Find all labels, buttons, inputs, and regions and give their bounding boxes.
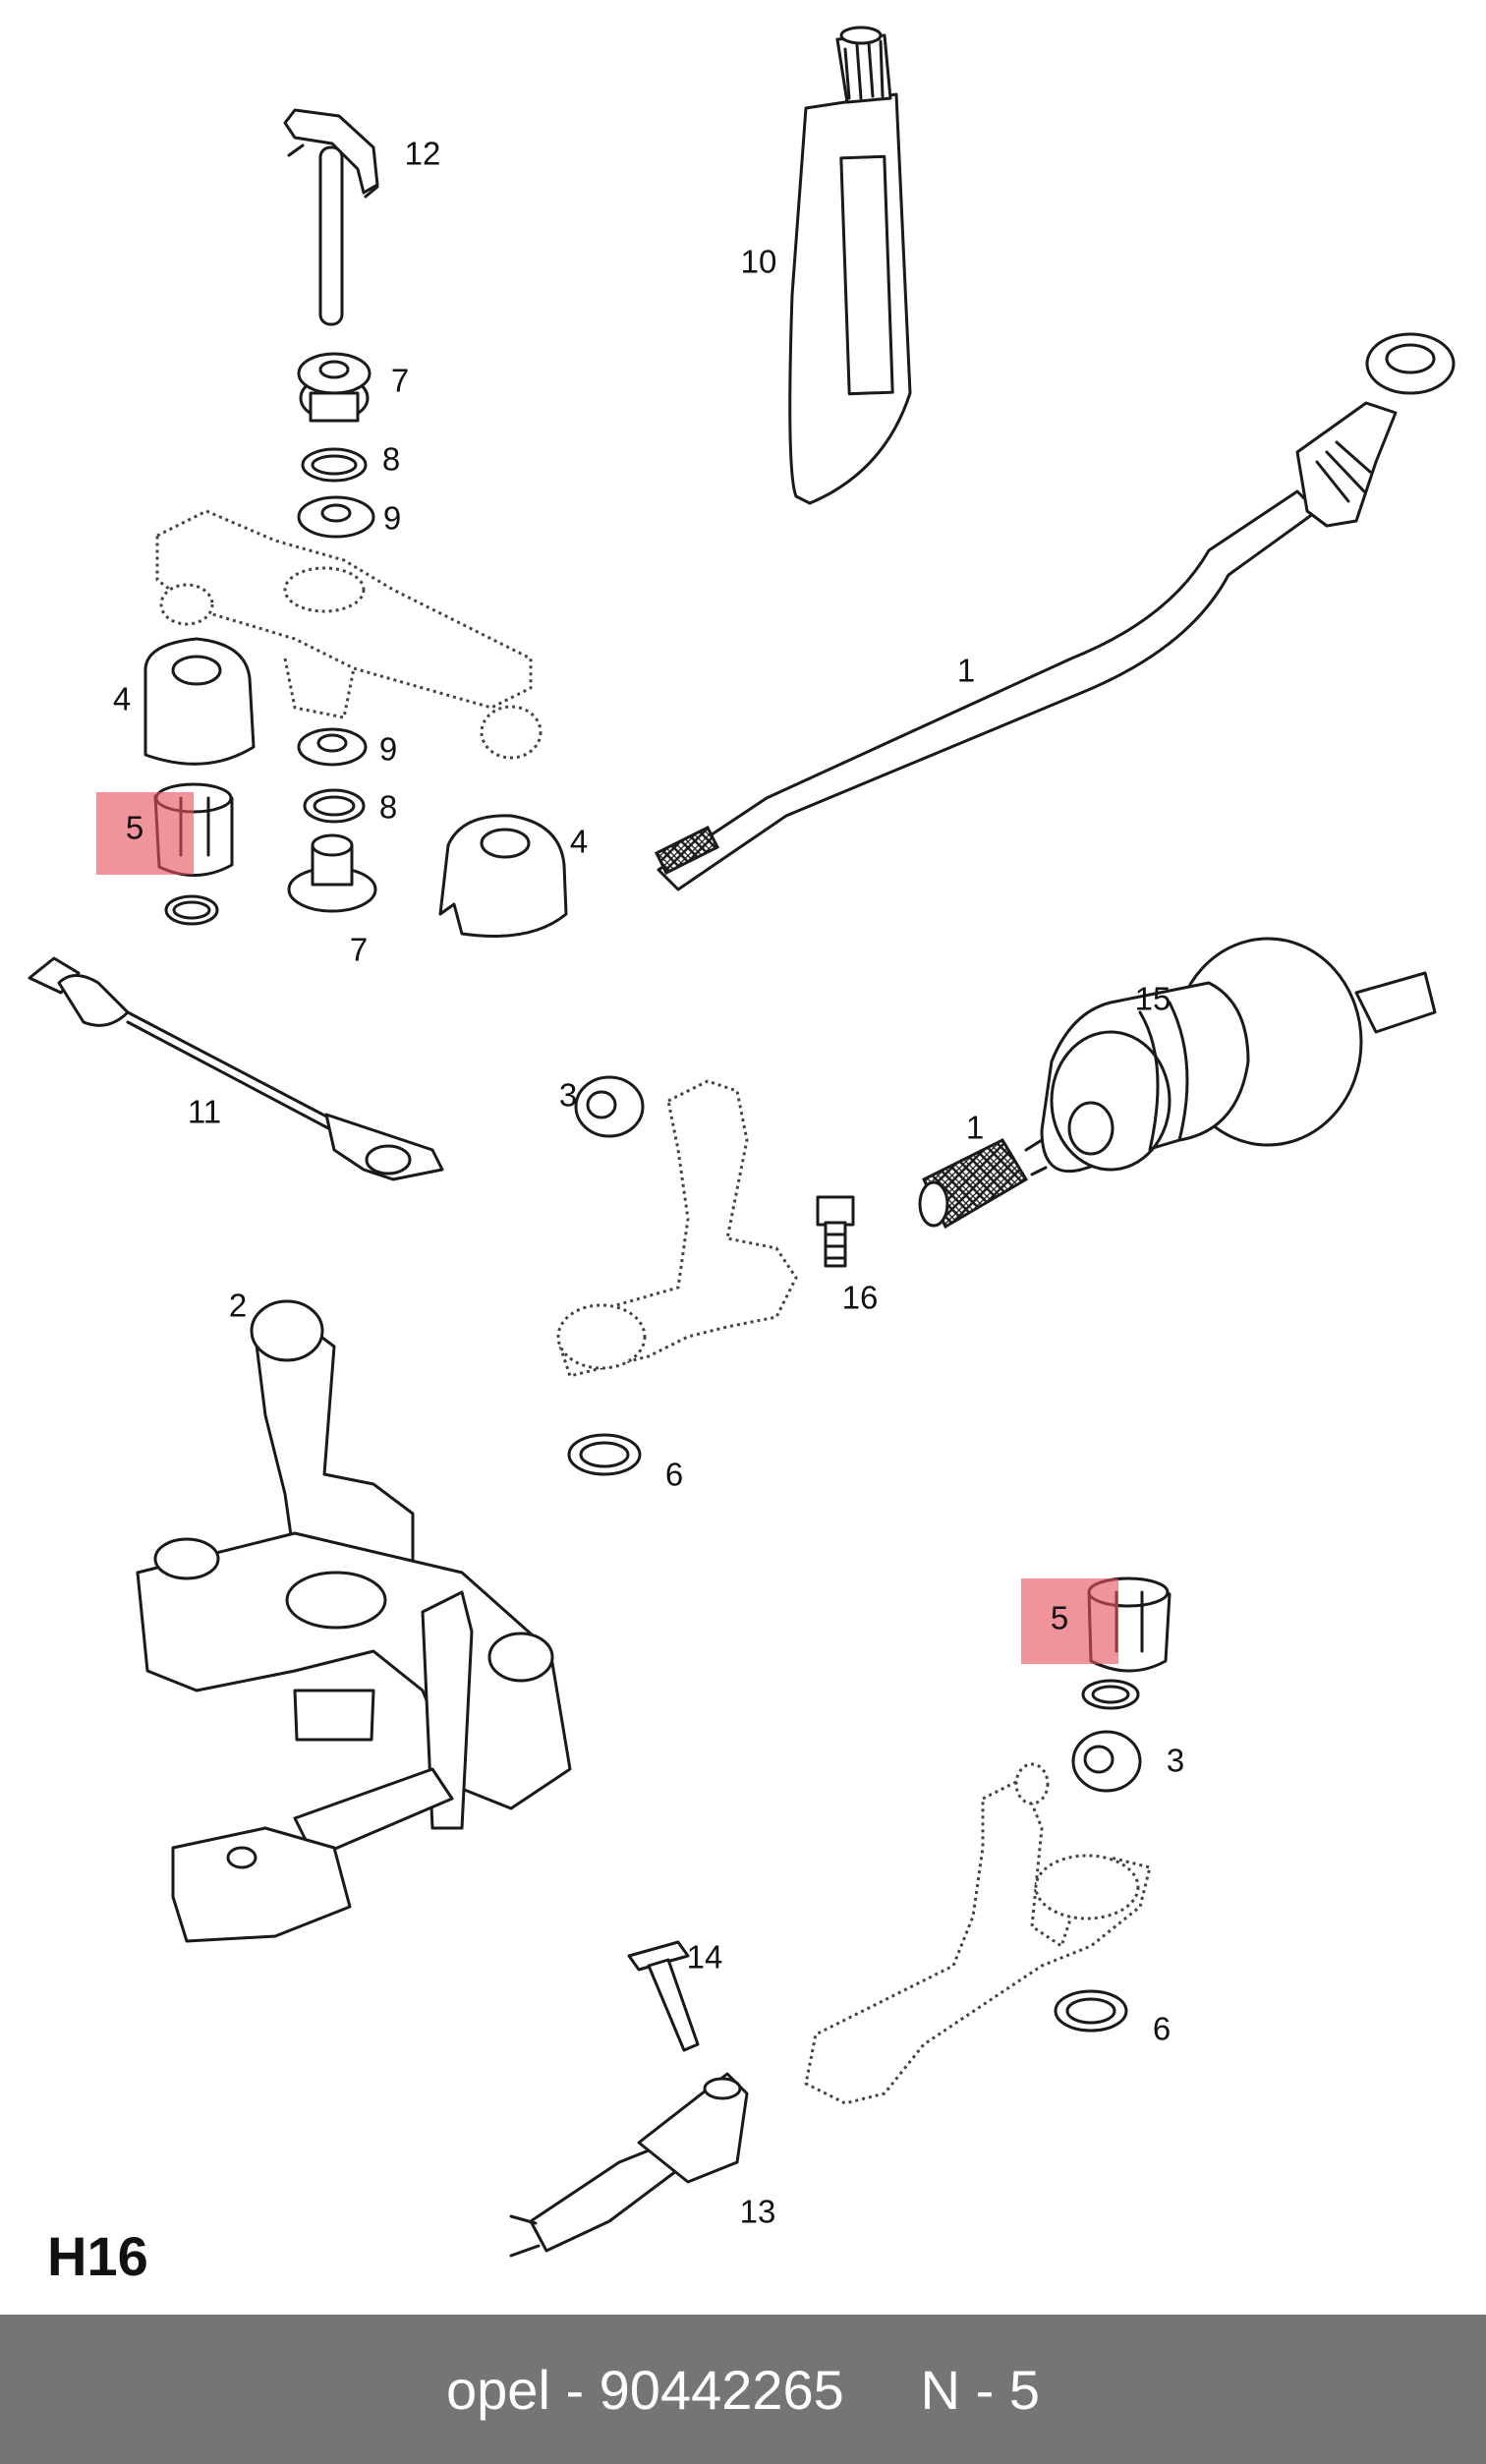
bracket-ghost-outline: [556, 1079, 798, 1378]
callout-16: 16: [841, 1279, 879, 1316]
bolt-small-part: [627, 1940, 700, 2052]
callout-5-right: 5: [1050, 1599, 1069, 1636]
selector-lever-part: [136, 1299, 572, 1943]
callout-9-top: 9: [382, 499, 402, 537]
callout-6-bottom: 6: [1152, 2010, 1172, 2047]
pivot-bottom-part: [287, 833, 377, 913]
callout-8-bottom: 8: [378, 788, 398, 826]
callout-12: 12: [404, 135, 441, 172]
highlight-5-left: 5: [96, 792, 194, 875]
highlight-5-right: 5: [1021, 1578, 1118, 1664]
pivot-top-part: [297, 352, 372, 423]
callout-6-mid: 6: [664, 1456, 684, 1493]
footer-part-label: opel - 90442265 N - 5: [446, 2358, 1040, 2421]
callout-1-rod-end: 1: [965, 1109, 985, 1146]
grease-tube-part: [788, 26, 912, 505]
shift-rod-part: [654, 332, 1456, 891]
parts-diagram: 12 10 7 8 9 4 1 9 8 4 7 15 3 11 1 16 2 6…: [28, 26, 1456, 2287]
callout-3-bottom: 3: [1166, 1742, 1185, 1779]
callout-5-left: 5: [125, 809, 144, 846]
cap-left-part: [143, 637, 256, 766]
diagram-page-code: H16: [47, 2225, 148, 2287]
bracket-bottom-ghost-outline: [804, 1762, 1152, 2105]
bush-top-part: [574, 1075, 645, 1138]
callout-3-top: 3: [558, 1076, 578, 1114]
callout-1-rod: 1: [956, 652, 976, 689]
callout-13: 13: [739, 2193, 776, 2230]
callout-8-top: 8: [381, 440, 401, 478]
pin-with-clip-part: [283, 108, 379, 326]
bush-bottom-part: [1071, 1730, 1142, 1793]
bolt-part: [816, 1195, 855, 1268]
callout-4-left: 4: [112, 680, 132, 717]
cap-right-part: [438, 814, 568, 938]
footer-bar: opel - 90442265 N - 5: [0, 2315, 1486, 2464]
circlip-mid-part: [567, 1433, 642, 1476]
gaiter-part: [1040, 937, 1437, 1173]
callout-15: 15: [1134, 980, 1172, 1017]
callout-10: 10: [740, 243, 777, 280]
callout-7-bottom: 7: [349, 931, 369, 968]
circlip-bottom-part: [1054, 1989, 1128, 2033]
callout-11: 11: [187, 1093, 222, 1130]
cable-part: [28, 956, 444, 1181]
callout-9-bottom: 9: [378, 730, 398, 768]
callout-14: 14: [686, 1938, 723, 1976]
clamp-part: [509, 2072, 749, 2258]
lever-ghost-outline: [155, 509, 543, 760]
callout-2: 2: [228, 1287, 248, 1324]
callout-4-right: 4: [569, 823, 589, 860]
shift-rod-end-part: [918, 1138, 1048, 1230]
callout-7-top: 7: [390, 362, 410, 399]
